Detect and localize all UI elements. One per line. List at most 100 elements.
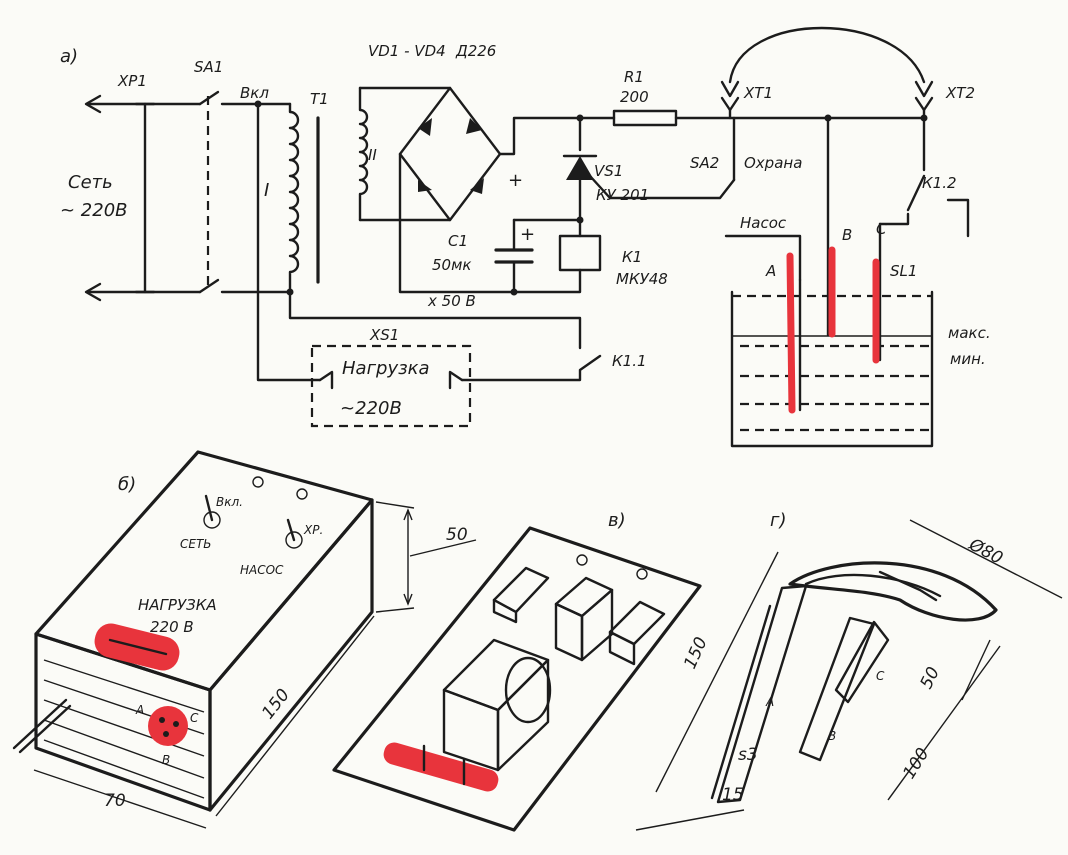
max-label: макс.	[948, 324, 991, 342]
sa1-label: SA1	[194, 58, 223, 76]
diodes-label: VD1 - VD4	[368, 42, 446, 60]
wire-sa1-xs1	[220, 102, 322, 382]
dim-length-line	[655, 551, 779, 793]
wire-bridge-plus	[498, 116, 582, 156]
sensor-cap	[788, 561, 998, 622]
xt1-terminal	[720, 80, 740, 98]
sensor-dim-length: 150	[680, 634, 711, 672]
wire-sa1-k11	[220, 290, 582, 350]
vkl-text: Вкл.	[216, 495, 243, 509]
probe-connector[interactable]	[148, 706, 188, 746]
enclosure-top	[34, 450, 374, 692]
diode-bridge	[398, 86, 502, 222]
dim-diameter-line	[909, 519, 1063, 599]
probe-b-body	[798, 616, 876, 762]
mains-arrow-top	[84, 94, 102, 114]
xt2-terminal	[914, 80, 934, 98]
label-b: б)	[118, 474, 136, 495]
load-voltage: ~220В	[340, 398, 402, 419]
k1-label: К1	[622, 248, 642, 266]
sensor-view: г) А В С Ø80 150 50 100 s3 15	[635, 510, 1063, 831]
dim-width-line	[33, 769, 207, 829]
dim-s3: s3	[738, 745, 758, 765]
probe-b-label: В	[842, 226, 852, 244]
terminal-block-icon	[608, 600, 666, 666]
circuit-board-view: в)	[332, 510, 702, 832]
dim-50: 50	[917, 664, 944, 692]
screw-icon	[296, 488, 308, 500]
probe-a	[786, 252, 796, 414]
vs1-label: VS1	[594, 162, 623, 180]
t1-primary-winding	[288, 102, 300, 294]
wire-vs1-gate	[588, 174, 736, 200]
power-switch-icon	[203, 511, 221, 529]
mains-arrow-bottom	[84, 282, 102, 302]
conn-a: А	[135, 703, 144, 717]
vs1-type: КУ 201	[596, 186, 649, 204]
schematic: а) ХР1 Сеть ~ 220В SA1 Вкл Т1 I II	[60, 26, 991, 448]
k11-label: К1.1	[612, 352, 647, 370]
winding-1-label: I	[264, 180, 269, 201]
diode-icon	[418, 118, 484, 194]
conn-c: С	[190, 711, 199, 725]
sl1-label: SL1	[890, 262, 917, 280]
circuit-board	[332, 526, 702, 832]
dim-height: 50	[446, 525, 468, 545]
r1-label: R1	[624, 68, 644, 86]
k11-contact	[460, 354, 602, 382]
screw-icon	[252, 476, 264, 488]
sensor-c: С	[876, 669, 885, 683]
pump-switch-icon	[285, 531, 303, 549]
k1-relay-coil	[558, 234, 602, 272]
sensor-a: А	[765, 695, 774, 709]
label-a: а)	[60, 46, 78, 67]
transformer-icon	[442, 638, 552, 772]
t1-label: Т1	[310, 90, 329, 108]
nasos-text: НАСОС	[240, 563, 284, 577]
load-text: НАГРУЗКА	[138, 596, 217, 614]
probe-c-body	[834, 620, 890, 704]
load-socket-box	[310, 344, 472, 428]
xs1-label: XS1	[369, 326, 399, 344]
probe-c-label: С	[876, 220, 887, 238]
relay-icon	[554, 576, 614, 662]
sensor-b: В	[828, 729, 836, 743]
sa2-label: SA2	[690, 154, 719, 172]
power-terminal	[383, 742, 499, 792]
enclosure-side	[208, 498, 374, 812]
enclosure-view: б) Вкл. СЕТЬ ХР. НАСОС НАГРУЗКА 220 В А …	[12, 450, 477, 829]
guard-label: Охрана	[744, 154, 802, 172]
dim-length: 150	[258, 685, 294, 723]
k1-type: МКУ48	[616, 270, 668, 288]
probe-a-body	[716, 584, 808, 804]
dim-diameter: Ø80	[965, 534, 1006, 569]
water-tank	[730, 290, 934, 448]
c1-label: С1	[448, 232, 468, 250]
label-g: г)	[770, 510, 786, 531]
c1-plus: +	[520, 224, 535, 245]
xt1-label: ХТ1	[743, 84, 773, 102]
r1-value: 200	[620, 88, 649, 106]
load-voltage-text: 220 В	[150, 618, 194, 636]
k12-label: К1.2	[922, 174, 957, 192]
load-label: Нагрузка	[342, 358, 430, 379]
label-v: в)	[608, 510, 626, 531]
network-label: Сеть	[68, 172, 113, 193]
c1-voltage: х 50 В	[427, 292, 476, 310]
dim-15: 15	[722, 785, 744, 805]
probe-a-label: А	[765, 262, 776, 280]
c1-value: 50мк	[432, 256, 471, 274]
xp1-label: ХР1	[117, 72, 147, 90]
vkl-label: Вкл	[240, 84, 269, 102]
r1-resistor	[612, 109, 678, 127]
network-voltage: ~ 220В	[60, 200, 128, 221]
winding-2-label: II	[368, 146, 377, 164]
bridge-plus: +	[508, 170, 523, 191]
min-label: мин.	[950, 350, 986, 368]
conn-b: В	[162, 753, 170, 767]
diode-type: Д226	[455, 42, 496, 60]
jumper-loop	[728, 26, 926, 84]
pump-label: Насос	[740, 214, 787, 232]
power-cord	[12, 698, 68, 750]
